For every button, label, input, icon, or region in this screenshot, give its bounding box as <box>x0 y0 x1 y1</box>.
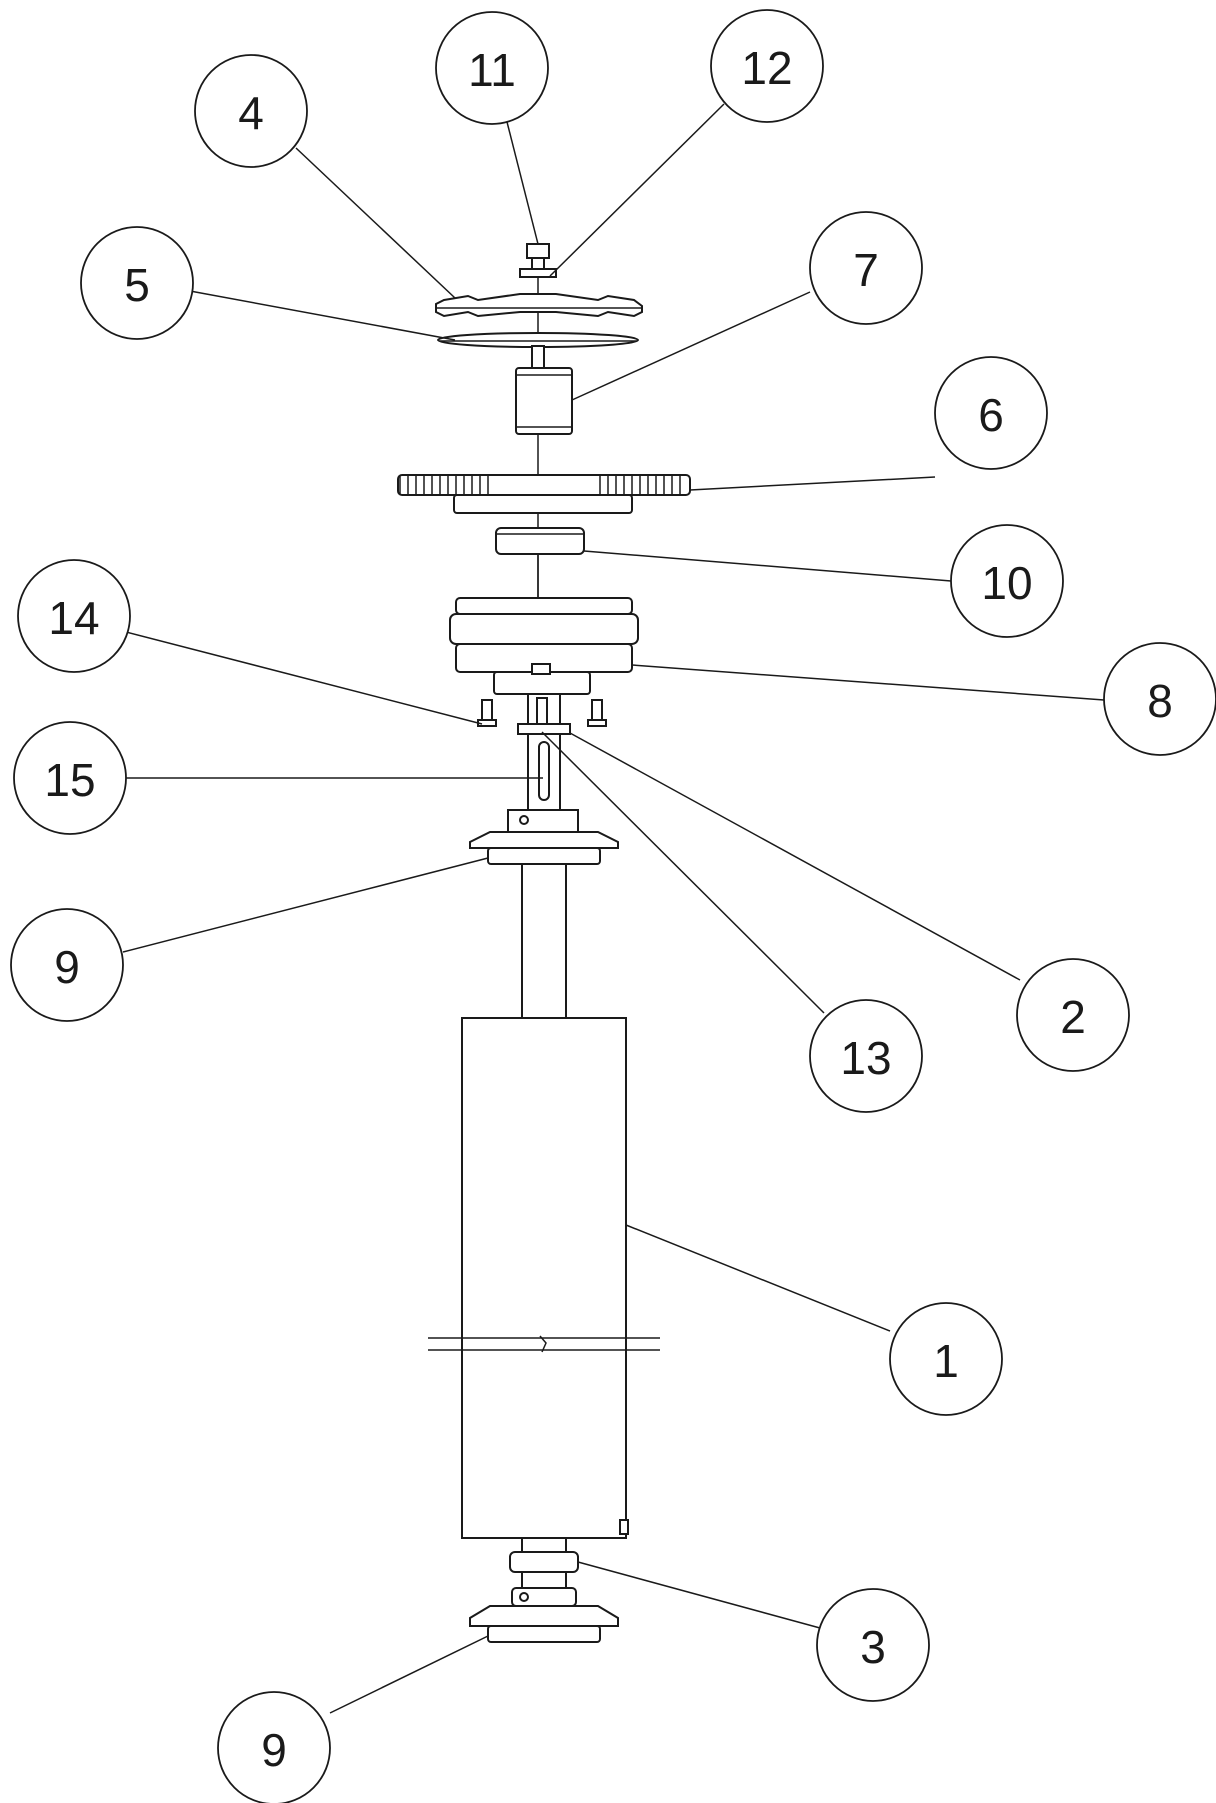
callout-11: 11 <box>435 11 549 125</box>
part-long-shaft <box>521 863 567 1019</box>
part-lower-coupling <box>509 1537 579 1607</box>
callout-1: 1 <box>889 1302 1003 1416</box>
part-upper-shaft <box>531 345 545 369</box>
part-bearing <box>495 527 585 555</box>
part-star-plate <box>435 293 643 318</box>
part-lower-flange <box>469 1605 619 1643</box>
callout-3-label: 3 <box>860 1621 886 1673</box>
callout-1-label: 1 <box>933 1335 959 1387</box>
part-washer <box>519 268 557 278</box>
callout-5: 5 <box>80 226 194 340</box>
callout-4: 4 <box>194 54 308 168</box>
callout-12: 12 <box>710 9 824 123</box>
callout-6-label: 6 <box>978 389 1004 441</box>
callout-9-upper: 9 <box>10 908 124 1022</box>
part-coupling <box>515 367 573 435</box>
part-upper-hub <box>507 809 579 833</box>
part-upper-flange <box>469 831 619 865</box>
callout-13-label: 13 <box>840 1032 891 1084</box>
callout-7-label: 7 <box>853 244 879 296</box>
callout-9-lower-label: 9 <box>261 1724 287 1776</box>
callout-15-label: 15 <box>44 754 95 806</box>
callout-10-label: 10 <box>981 557 1032 609</box>
part-bolt <box>526 243 550 271</box>
part-spacer <box>517 693 571 735</box>
part-tube <box>428 1017 660 1539</box>
part-disc <box>437 332 639 348</box>
callout-9-lower: 9 <box>217 1691 331 1803</box>
leader-lines <box>122 103 1105 1714</box>
callout-3: 3 <box>816 1588 930 1702</box>
callout-7: 7 <box>809 211 923 325</box>
callout-2: 2 <box>1016 958 1130 1072</box>
callout-13: 13 <box>809 999 923 1113</box>
callout-4-label: 4 <box>238 87 264 139</box>
callout-10: 10 <box>950 524 1064 638</box>
callout-15: 15 <box>13 721 127 835</box>
callout-5-label: 5 <box>124 259 150 311</box>
callout-2-label: 2 <box>1060 991 1086 1043</box>
part-screws <box>477 699 607 727</box>
callout-9-upper-label: 9 <box>54 941 80 993</box>
callout-8: 8 <box>1103 642 1216 756</box>
assembly-parts <box>397 243 691 1643</box>
callout-11-label: 11 <box>468 44 516 96</box>
part-slotted-shaft <box>527 733 561 811</box>
callout-8-label: 8 <box>1147 675 1173 727</box>
callout-14-label: 14 <box>48 592 99 644</box>
part-motor-head <box>449 597 639 695</box>
callout-14: 14 <box>17 559 131 673</box>
callout-12-label: 12 <box>741 42 792 94</box>
part-gear <box>397 474 691 514</box>
callout-6: 6 <box>934 356 1048 470</box>
